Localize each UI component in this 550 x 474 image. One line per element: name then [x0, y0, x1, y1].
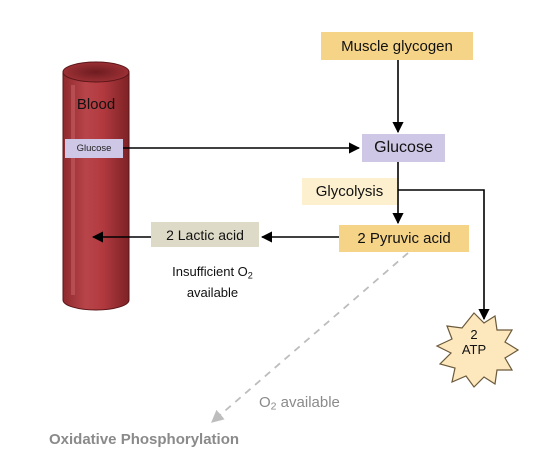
insufficient-o2-label: Insufficient O2 available	[150, 263, 275, 301]
insufficient-o2-subscript: 2	[247, 270, 253, 281]
atp-count: 2	[470, 327, 478, 342]
oxidative-phosphorylation-label: Oxidative Phosphorylation	[49, 431, 240, 448]
insufficient-o2-prefix: Insufficient O	[172, 264, 248, 279]
blood-label: Blood	[76, 96, 116, 113]
arrow-glycolysis-to-atp	[398, 189, 490, 321]
o2-available-prefix: O	[259, 394, 271, 411]
insufficient-o2-suffix: available	[186, 285, 239, 301]
blood-vessel-opening	[62, 61, 130, 83]
blood-glucose-tag: Glucose	[65, 139, 123, 158]
o2-available-suffix: available	[276, 394, 340, 411]
atp-label: 2 ATP	[447, 327, 501, 357]
arrow-pyruvic-to-oxidative	[211, 252, 409, 423]
lactic-acid-box: 2 Lactic acid	[151, 222, 259, 247]
pyruvic-acid-box: 2 Pyruvic acid	[339, 225, 469, 252]
atp-text: ATP	[461, 342, 487, 357]
muscle-glycogen-box: Muscle glycogen	[321, 32, 473, 60]
o2-available-label: O2 available	[259, 394, 340, 413]
glucose-box: Glucose	[362, 134, 445, 162]
glycolysis-box: Glycolysis	[302, 178, 397, 205]
atp-starburst	[435, 312, 520, 388]
o2-available-subscript: 2	[270, 400, 277, 413]
blood-vessel	[62, 61, 130, 311]
